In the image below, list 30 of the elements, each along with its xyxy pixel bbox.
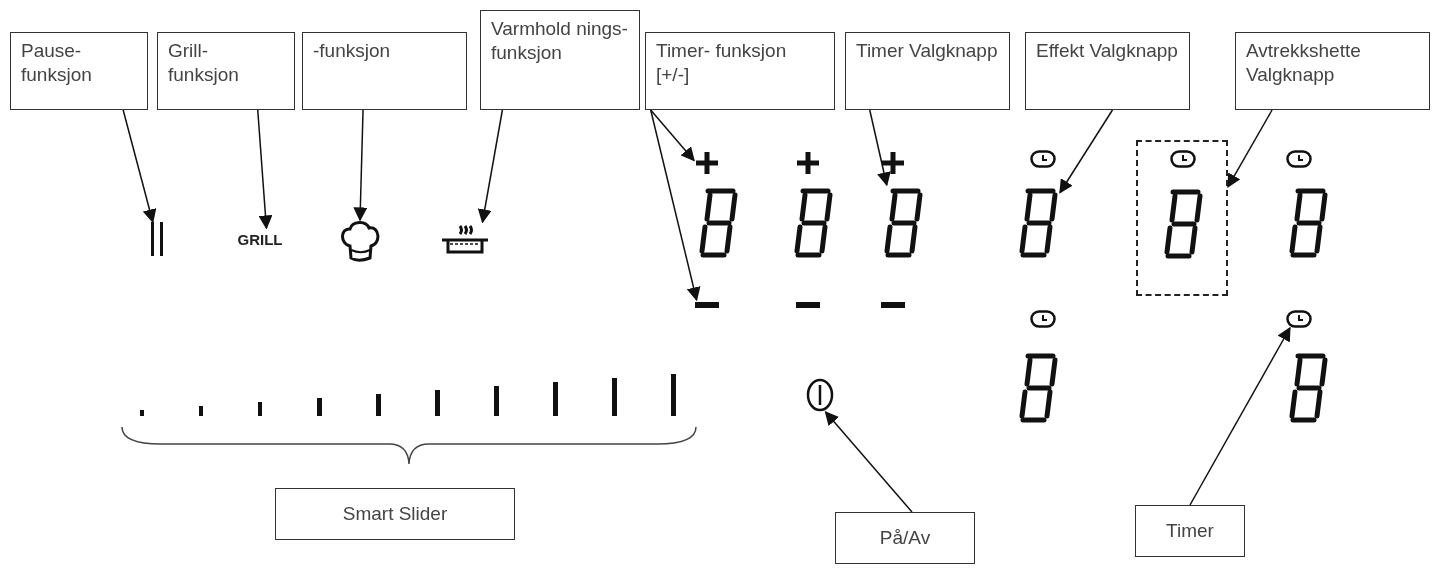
arrow [1227, 109, 1273, 188]
label-box: Avtrekkshette Valgknapp [1235, 32, 1430, 110]
plus-icon [694, 150, 720, 176]
minus-icon [694, 300, 720, 310]
dashed-frame [1136, 140, 1228, 296]
arrow [1189, 326, 1291, 506]
arrow [1059, 109, 1114, 194]
label-box: Timer Valgknapp [845, 32, 1010, 110]
label-box: Grill- funksjon [157, 32, 295, 110]
label-box: Effekt Valgknapp [1025, 32, 1190, 110]
arrow [353, 109, 368, 222]
arrow [122, 109, 157, 224]
power-icon [806, 378, 834, 412]
chef-hat-icon [340, 220, 380, 262]
arrow [257, 109, 273, 230]
label-box: På/Av [835, 512, 975, 564]
label-box: Timer- funksjon [+/-] [645, 32, 835, 110]
label-box: -funksjon [302, 32, 467, 110]
arrow [649, 109, 695, 162]
label-box: Timer [1135, 505, 1245, 557]
pause-icon [150, 222, 164, 256]
arrow [477, 109, 504, 224]
grill-label: GRILL [228, 228, 292, 250]
label-box: Smart Slider [275, 488, 515, 540]
arrow [869, 109, 891, 187]
arrow [649, 109, 701, 302]
clock-icon [1286, 310, 1312, 328]
arrow [824, 410, 913, 513]
label-box: Pause- funksjon [10, 32, 148, 110]
label-box: Varmhold nings- funksjon [480, 10, 640, 110]
